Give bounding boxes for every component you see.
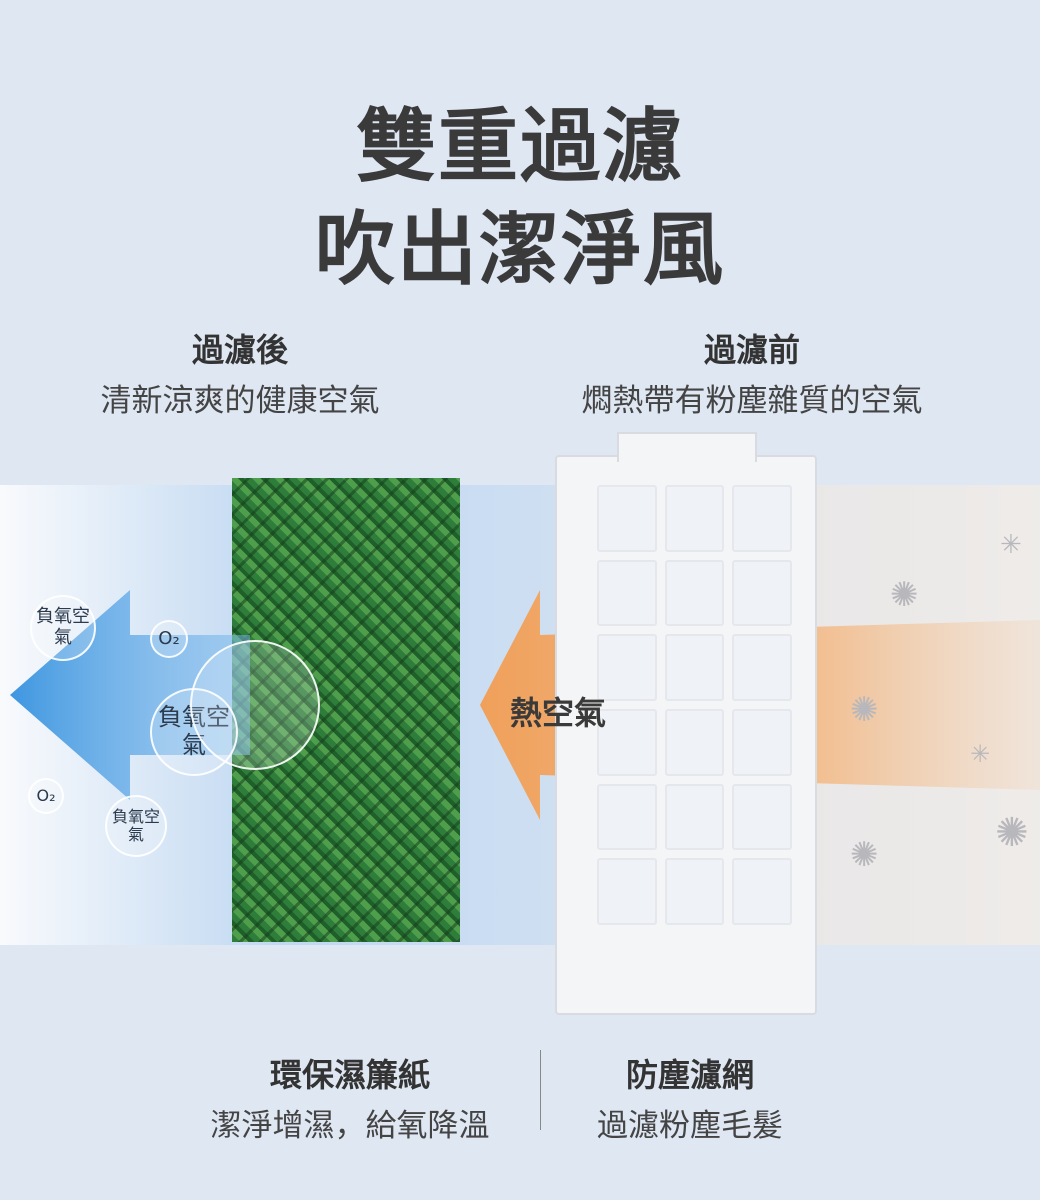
title-line1: 雙重過濾 [356,100,684,193]
hot-air-label: 熱空氣 [510,694,607,732]
dust-particle-icon: ✺ [850,690,879,730]
large-bubble [190,640,320,770]
o2-bubble: O₂ [28,778,64,814]
dust-particle-icon: ✺ [850,835,879,875]
after-desc: 清新涼爽的健康空氣 [100,383,380,419]
dust-particle-icon: ✺ [995,810,1029,856]
cooling-pad-desc: 潔淨增濕，給氧降溫 [210,1108,490,1144]
dust-filter-caption: 防塵濾網 過濾粉塵毛髮 [470,1050,910,1145]
divider [540,1050,541,1130]
neg-air-bubble: 負氧空氣 [105,795,167,857]
after-heading: 過濾後 [191,331,288,369]
before-desc: 燜熱帶有粉塵雜質的空氣 [581,383,923,419]
cooling-pad-caption: 環保濕簾紙 潔淨增濕，給氧降溫 [130,1050,570,1145]
neg-air-bubble: 負氧空氣 [30,595,96,661]
cooling-pad-heading: 環保濕簾紙 [269,1056,430,1094]
after-caption: 過濾後 清新涼爽的健康空氣 [20,325,460,420]
dust-particle-icon: ✺ [890,575,919,615]
dust-particle-icon: ✳ [970,740,991,768]
o2-bubble: O₂ [150,620,188,658]
before-caption: 過濾前 燜熱帶有粉塵雜質的空氣 [532,325,972,420]
dust-particle-icon: ✳ [1000,530,1022,560]
title-line2: 吹出潔淨風 [315,203,725,296]
dust-filter-desc: 過濾粉塵毛髮 [597,1108,783,1144]
before-heading: 過濾前 [703,331,800,369]
dust-filter-heading: 防塵濾網 [625,1056,754,1094]
dust-filter-frame [555,432,817,1015]
